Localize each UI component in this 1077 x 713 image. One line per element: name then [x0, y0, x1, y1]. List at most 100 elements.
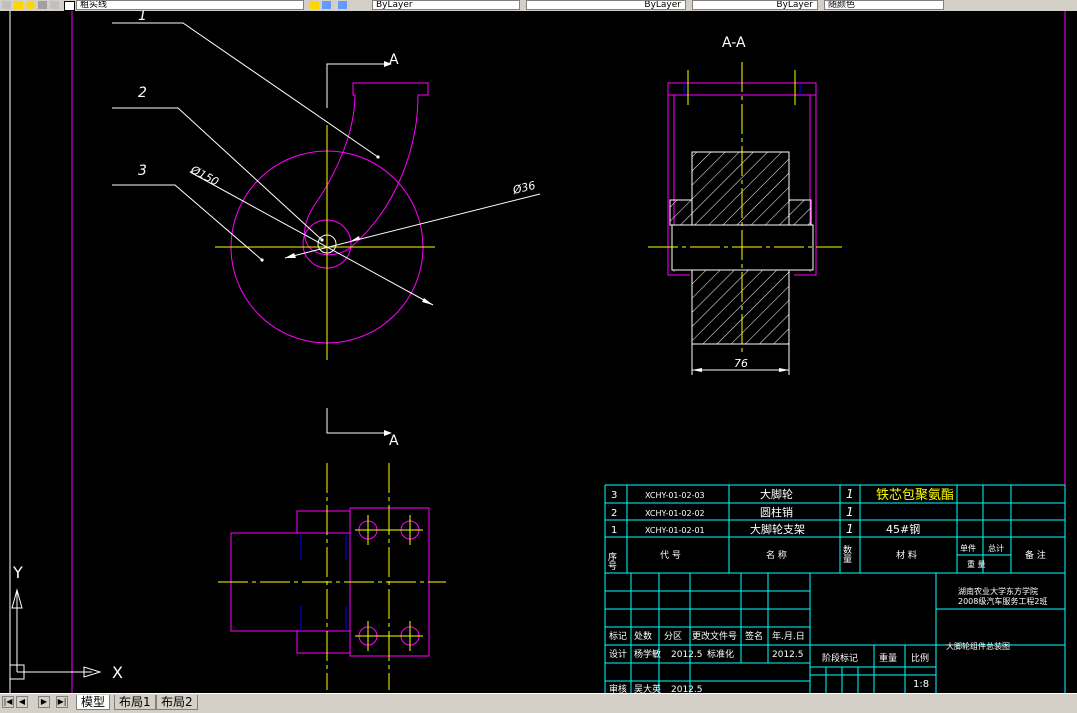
wheel-hatch-upper	[691, 151, 790, 226]
tb-reviewer: 吴大英	[634, 683, 661, 693]
header-remark: 备 注	[1025, 549, 1046, 561]
part-1-name: 大脚轮支架	[750, 522, 805, 536]
canvas-background	[0, 11, 1077, 693]
dim-arrow-150	[422, 298, 433, 305]
tb-review: 审核	[609, 683, 627, 693]
prev-tab-button[interactable]: ◀	[16, 696, 28, 708]
dim-arrow-76-right	[779, 368, 789, 372]
make-current-icon[interactable]	[310, 1, 319, 9]
part-2-no: 2	[611, 508, 617, 519]
tb-zone: 分区	[664, 631, 682, 642]
tb-sign: 签名	[745, 630, 763, 642]
section-arrow-top	[384, 61, 392, 67]
ucs-y-label: Y	[12, 563, 23, 582]
dim-line-150	[189, 171, 434, 306]
ucs-x-arrow	[83, 666, 102, 678]
layer-previous-icon[interactable]	[322, 1, 331, 9]
title-block: 3 XCHY-01-02-03 大脚轮 1 铁芯包聚氨酯 2 XCHY-01-0…	[604, 484, 1066, 693]
dim-arrow-36-a	[285, 253, 296, 258]
spacer-hatch-right	[788, 199, 812, 226]
part-2-qty: 1	[846, 505, 854, 519]
color-dropdown[interactable]: ByLayer	[372, 0, 520, 10]
leader-dot-1	[376, 155, 380, 159]
wheel-hatch-lower	[691, 269, 790, 345]
section-label-top: A	[389, 52, 399, 68]
tab-model[interactable]: 模型	[76, 695, 111, 710]
tb-weight: 重量	[879, 652, 897, 664]
print-icon[interactable]	[50, 1, 59, 9]
part-3-code: XCHY-01-02-03	[645, 491, 705, 500]
tb-scale-value: 1:8	[913, 679, 929, 690]
linetype-dropdown[interactable]: ByLayer	[526, 0, 686, 10]
drawing-name: 大脚轮组件总装图	[946, 641, 1010, 651]
header-qty: 数量	[841, 544, 852, 563]
properties-toolbar: 粗实线 ByLayer ByLayer ByLayer 随颜色	[0, 0, 1077, 12]
tb-date: 年.月.日	[772, 630, 805, 642]
sun-icon[interactable]	[26, 1, 35, 9]
part-1-code: XCHY-01-02-01	[645, 526, 705, 535]
layout-tab-bar: |◀ ◀ ▶ ▶| 模型 布局1 布局2	[0, 693, 1077, 713]
lineweight-dropdown[interactable]: ByLayer	[692, 0, 818, 10]
school-line-2: 2008级汽车服务工程2班	[958, 596, 1047, 606]
dim-arrow-36-b	[351, 236, 360, 241]
part-3-name: 大脚轮	[760, 487, 793, 501]
ucs-x-label: X	[112, 663, 123, 682]
ucs-y-arrow	[11, 588, 23, 609]
tb-change-doc: 更改文件号	[692, 630, 737, 642]
part-1-no: 1	[611, 525, 617, 536]
header-code: 代 号	[660, 550, 681, 561]
last-tab-button[interactable]: ▶|	[56, 696, 68, 708]
part-1-material: 45#钢	[886, 523, 920, 536]
section-label-bottom: A	[389, 433, 399, 449]
tb-stage-mark: 阶段标记	[822, 652, 858, 664]
tab-layout-2[interactable]: 布局2	[156, 695, 198, 710]
school-line-1: 湖南农业大学东方学院	[958, 586, 1038, 596]
tab-layout-1[interactable]: 布局1	[114, 695, 156, 710]
part-2-name: 圆柱销	[760, 505, 793, 519]
part-3-material: 铁芯包聚氨酯	[876, 488, 954, 503]
section-view-title: A-A	[722, 35, 746, 51]
header-no: 序号	[606, 551, 617, 571]
tb-scale: 比例	[911, 652, 929, 664]
ucs-origin-box	[9, 664, 25, 680]
leader-line-1	[112, 22, 379, 158]
leader-line-3	[112, 184, 263, 261]
section-marker-bottom	[326, 408, 384, 434]
section-view-aa: A-A 76	[648, 35, 842, 375]
part-3-no: 3	[611, 490, 617, 501]
tb-mark: 标记	[609, 630, 627, 642]
leader-label-2: 2	[138, 85, 147, 101]
layer-icon[interactable]	[2, 1, 11, 9]
tb-designer: 杨学敏	[634, 648, 661, 660]
first-tab-button[interactable]: |◀	[2, 696, 14, 708]
bracket-outline	[304, 82, 429, 256]
plotstyle-dropdown[interactable]: 随颜色	[824, 0, 944, 10]
lightbulb-icon[interactable]	[14, 1, 23, 9]
side-plate-left-outer	[667, 95, 690, 276]
next-tab-button[interactable]: ▶	[38, 696, 50, 708]
part-3-qty: 1	[846, 487, 854, 501]
lock-icon[interactable]	[38, 1, 47, 9]
header-name: 名 称	[766, 549, 787, 561]
leader-label-3: 3	[138, 163, 147, 179]
dim-line-36	[284, 193, 541, 259]
color-swatch-icon[interactable]	[64, 1, 75, 11]
tb-count: 处数	[634, 630, 652, 642]
side-plate-right-outer	[794, 95, 817, 276]
dim-text-76: 76	[734, 357, 748, 370]
dim-arrow-76-left	[692, 368, 702, 372]
top-view	[218, 463, 446, 690]
part-1-qty: 1	[846, 522, 854, 536]
header-total-weight: 总计	[988, 543, 1004, 553]
section-arrow-bottom	[384, 430, 392, 436]
header-unit-weight: 单件	[960, 543, 976, 553]
leader-label-1: 1	[138, 11, 147, 24]
tb-review-date: 2012.5	[671, 685, 703, 693]
tb-design: 设计	[609, 648, 627, 660]
layer-dropdown[interactable]: 粗实线	[76, 0, 304, 10]
drawing-canvas[interactable]: A A 1 2 3 Ø150 Ø36 A-A	[0, 11, 1077, 693]
leader-line-2	[112, 107, 323, 241]
header-material: 材 料	[896, 549, 917, 561]
layer-states-icon[interactable]	[338, 1, 347, 9]
dim-text-36: Ø36	[511, 179, 537, 197]
